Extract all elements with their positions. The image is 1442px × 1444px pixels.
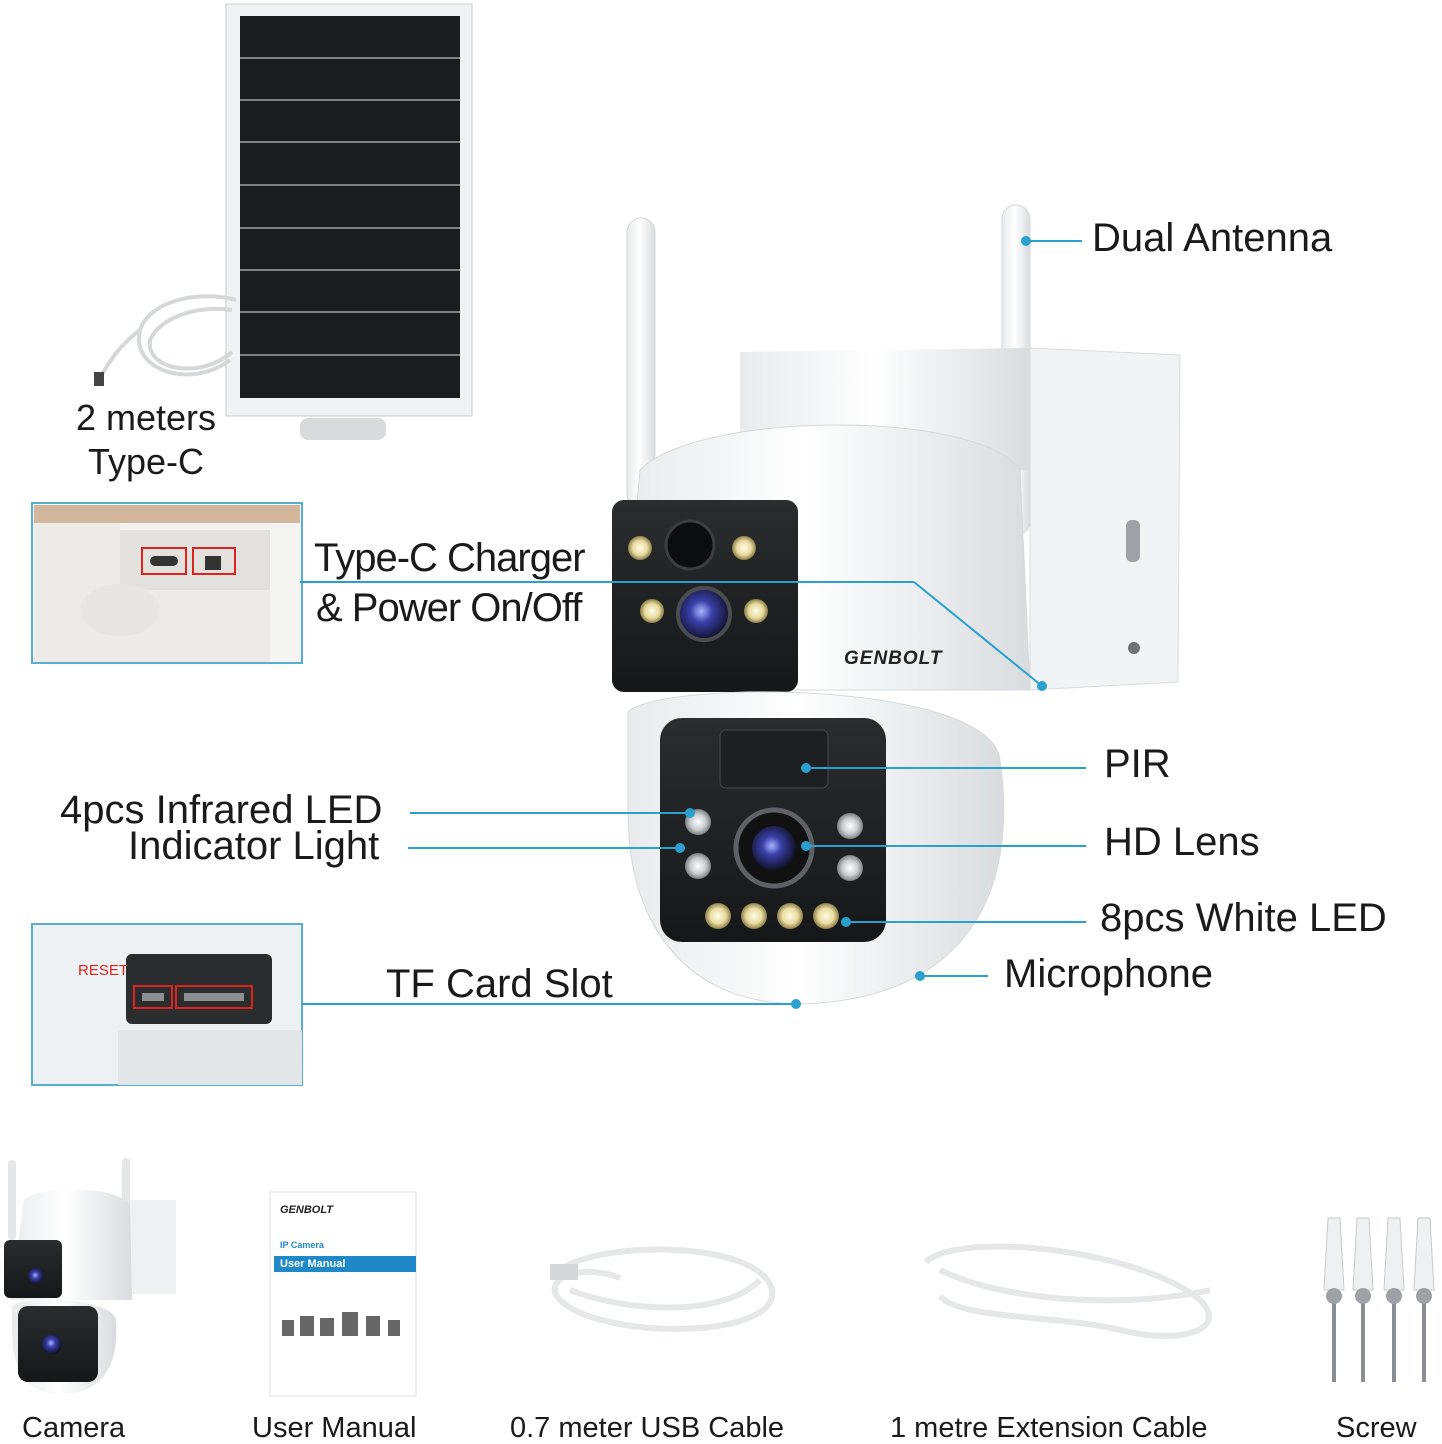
reset-label: RESET xyxy=(78,962,129,979)
hd-lens-label: HD Lens xyxy=(1104,820,1260,864)
wall-bracket xyxy=(1029,347,1181,691)
brand-logo: GENBOLT xyxy=(844,648,943,669)
package-usb-cable-image xyxy=(551,1246,776,1332)
package-extension-cable-image xyxy=(923,1243,1212,1339)
tf-card-inset xyxy=(31,923,303,1086)
package-item-extension-cable: 1 metre Extension Cable xyxy=(890,1412,1208,1444)
manual-title: User Manual xyxy=(280,1258,346,1270)
white-led-label: 8pcs White LED xyxy=(1100,896,1387,940)
infrared-led-label: 4pcs Infrared LED xyxy=(60,788,383,832)
manual-logo: GENBOLT xyxy=(280,1204,333,1216)
type-c-plug xyxy=(94,372,104,386)
package-manual-image xyxy=(269,1191,417,1397)
microphone-label: Microphone xyxy=(1004,952,1214,996)
callout-lines xyxy=(300,236,1086,1009)
tf-card-slot-label: TF Card Slot xyxy=(386,962,613,1006)
manual-subtitle: IP Camera xyxy=(280,1240,324,1250)
type-c-inset xyxy=(31,502,303,664)
power-on-off-label: & Power On/Off xyxy=(316,586,582,630)
package-item-camera: Camera xyxy=(22,1412,126,1444)
pir-label: PIR xyxy=(1104,742,1171,786)
package-item-usb-cable: 0.7 meter USB Cable xyxy=(510,1412,785,1444)
package-item-screw: Screw xyxy=(1336,1412,1417,1444)
package-item-user-manual: User Manual xyxy=(252,1412,417,1444)
package-camera-image xyxy=(4,1158,176,1394)
solar-panel xyxy=(225,3,473,440)
dual-antenna-label: Dual Antenna xyxy=(1092,216,1333,260)
cable-length-label: 2 meters xyxy=(76,397,217,438)
indicator-light-label: Indicator Light xyxy=(128,824,380,868)
cable-type-label: Type-C xyxy=(88,441,205,482)
usb-connector xyxy=(550,1264,578,1280)
package-screws-image xyxy=(1323,1217,1435,1382)
solar-cable xyxy=(98,294,237,379)
type-c-charger-label: Type-C Charger xyxy=(314,536,586,580)
